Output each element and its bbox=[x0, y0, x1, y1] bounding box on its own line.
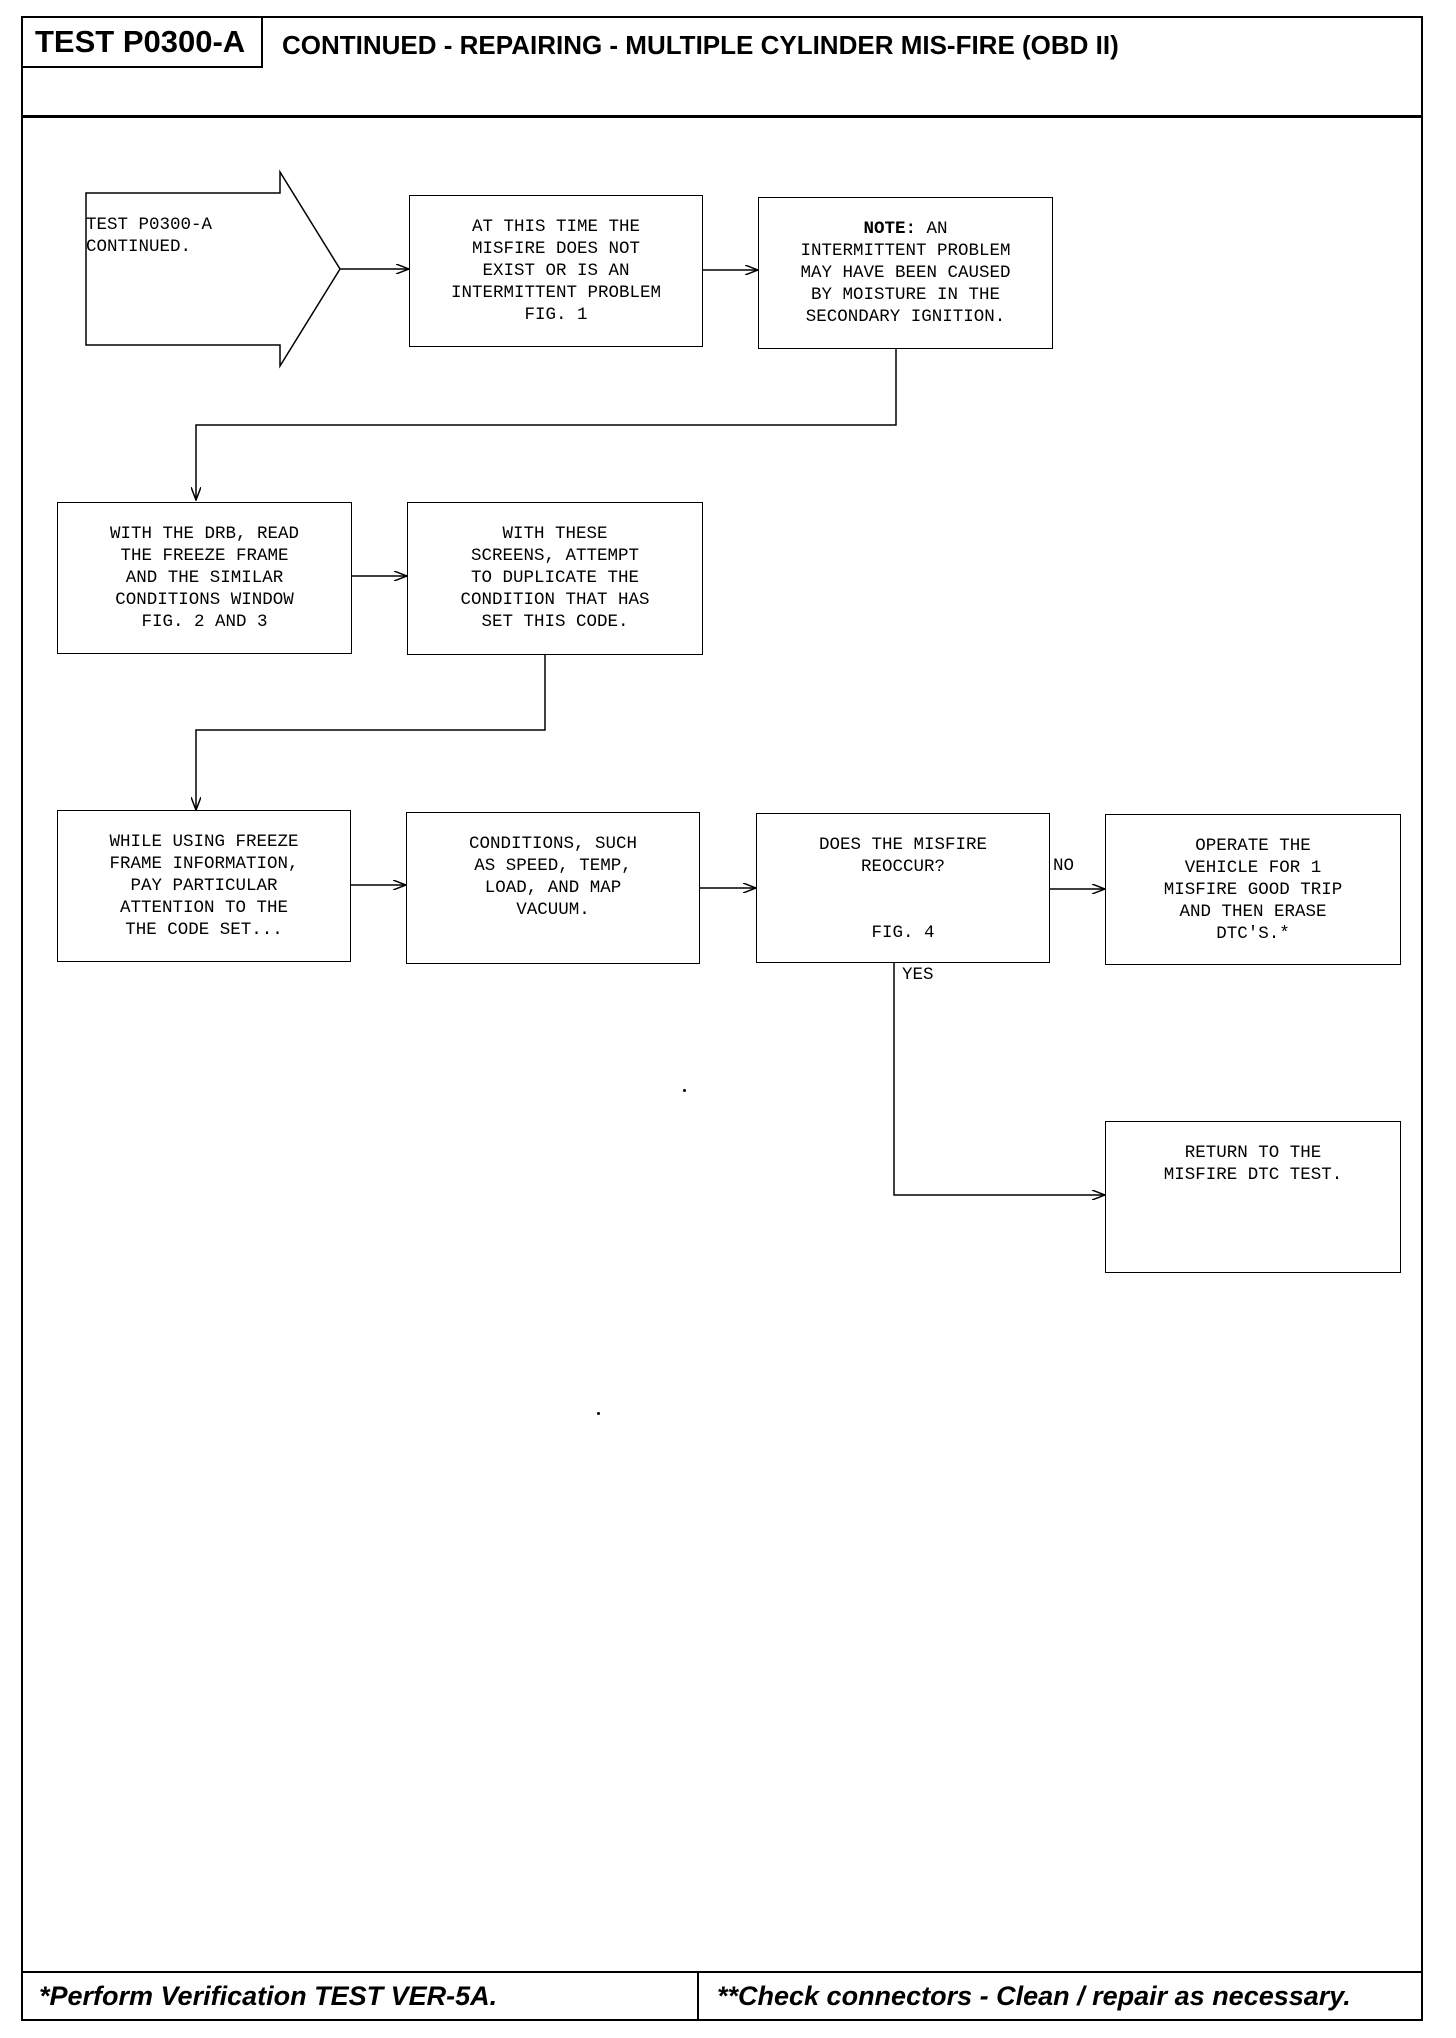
start-arrow-shape bbox=[85, 169, 341, 369]
step-freeze-frame-info: WHILE USING FREEZE FRAME INFORMATION, PA… bbox=[57, 810, 351, 962]
note-label: NOTE: bbox=[863, 219, 916, 239]
step-read-freeze-frame: WITH THE DRB, READ THE FREEZE FRAME AND … bbox=[57, 502, 352, 654]
step-operate-vehicle: OPERATE THE VEHICLE FOR 1 MISFIRE GOOD T… bbox=[1105, 814, 1401, 965]
footer-connector-note: **Check connectors - Clean / repair as n… bbox=[717, 1981, 1351, 2011]
footer-verification-note: *Perform Verification TEST VER-5A. bbox=[23, 1973, 699, 2019]
footer-bar bbox=[21, 1971, 1423, 2021]
yes-label: YES bbox=[902, 965, 934, 985]
scan-speck bbox=[597, 1412, 600, 1415]
step-return-misfire-test: RETURN TO THE MISFIRE DTC TEST. bbox=[1105, 1121, 1401, 1273]
page-title: CONTINUED - REPAIRING - MULTIPLE CYLINDE… bbox=[282, 30, 1119, 60]
step-note-moisture: NOTE: AN INTERMITTENT PROBLEM MAY HAVE B… bbox=[758, 197, 1053, 349]
step-conditions: CONDITIONS, SUCH AS SPEED, TEMP, LOAD, A… bbox=[406, 812, 700, 964]
step-duplicate-condition: WITH THESE SCREENS, ATTEMPT TO DUPLICATE… bbox=[407, 502, 703, 655]
step-intermittent-problem: AT THIS TIME THE MISFIRE DOES NOT EXIST … bbox=[409, 195, 703, 347]
test-id: TEST P0300-A bbox=[23, 18, 263, 68]
no-label: NO bbox=[1053, 856, 1075, 876]
connector-b2-b3 bbox=[196, 349, 897, 500]
scan-speck bbox=[683, 1089, 686, 1092]
connector-b4-b5 bbox=[196, 655, 546, 810]
connector-b7-b9 bbox=[893, 963, 1105, 1195]
decision-misfire-reoccur: DOES THE MISFIRE REOCCUR? FIG. 4 bbox=[756, 813, 1050, 963]
header-bar bbox=[21, 16, 1423, 118]
start-node-label: TEST P0300-A CONTINUED. bbox=[86, 215, 213, 257]
